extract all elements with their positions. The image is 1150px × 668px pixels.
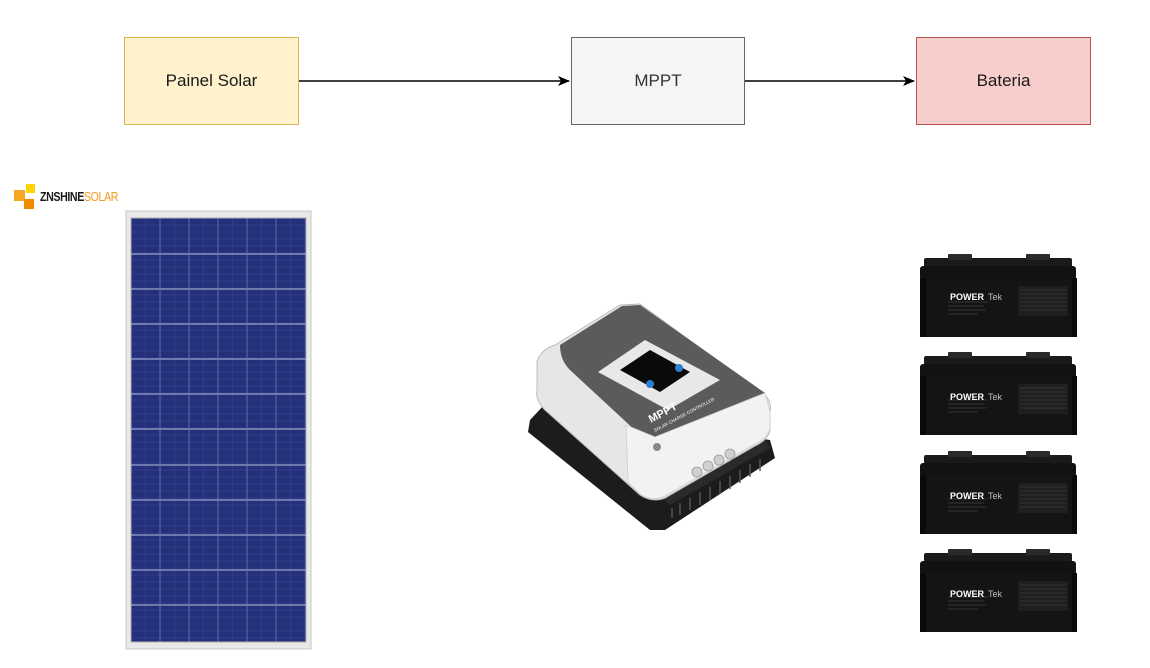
znshine-logo: ZNSHINESOLAR	[14, 182, 135, 210]
znshine-logo-text: ZNSHINESOLAR	[40, 188, 119, 204]
node-battery-label: Bateria	[976, 71, 1031, 90]
node-mppt[interactable]: MPPT	[571, 37, 745, 125]
node-mppt-label: MPPT	[634, 71, 682, 90]
node-solar-panel[interactable]: Painel Solar	[124, 37, 299, 125]
znshine-logo-icon	[14, 184, 35, 209]
node-solar-panel-label: Painel Solar	[165, 71, 258, 90]
node-battery[interactable]: Bateria	[916, 37, 1091, 125]
